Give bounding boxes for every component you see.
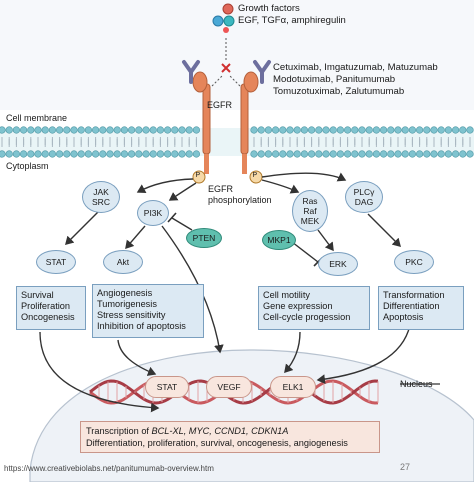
node-mkp1: MKP1 [262, 230, 296, 250]
ligand-blocked-symbol [211, 27, 241, 87]
transcription-genes: BCL-XL, MYC, CCND1, CDKN1A [151, 426, 289, 436]
lipid-row-inner [0, 139, 474, 158]
nuclear-vegf: VEGF [206, 376, 252, 398]
source-url[interactable]: https://www.creativebiolabs.net/panitumu… [4, 464, 214, 473]
node-pi3k-label: PI3K [143, 208, 163, 218]
node-stat: STAT [36, 250, 76, 274]
inhibit-mkp1-erk [291, 241, 319, 263]
phosphorylation-label-1: EGFR [208, 184, 234, 194]
arrow-p-jak [136, 178, 194, 193]
node-src-label: SRC [92, 197, 110, 207]
node-dag-label: DAG [354, 197, 374, 207]
nuclear-stat: STAT [145, 376, 189, 398]
node-pten: PTEN [186, 228, 222, 248]
phosphorylation-label-2: phosphorylation [208, 195, 272, 205]
node-plc-label: PLCγ [353, 187, 375, 197]
antibody-list-1: Cetuximab, Imgatuzumab, Matuzumab [273, 62, 438, 73]
transcription-box: Transcription of BCL-XL, MYC, CCND1, CDK… [80, 421, 380, 453]
outcome-akt-2: Tumorigenesis [97, 299, 157, 309]
node-pten-label: PTEN [192, 233, 216, 243]
nuclear-elk1: ELK1 [270, 376, 316, 398]
growth-factor-ball-red [222, 3, 234, 15]
transcription-line-2: Differentiation, proliferation, survival… [86, 438, 348, 448]
node-raf-label: Raf [303, 206, 317, 216]
arrow-pkc-nucleus [316, 324, 411, 385]
node-jak-src: JAK SRC [82, 181, 120, 213]
antibody-right [253, 60, 271, 84]
outcome-pkc-1: Transformation [383, 290, 445, 300]
arrow-jak-stat [65, 211, 99, 245]
legend-growth-factors: Growth factors [238, 3, 300, 14]
arrow-pi3k-akt [125, 225, 146, 250]
arrow-p-plc [261, 172, 347, 182]
lipid-row-outer [0, 126, 474, 145]
egfr-receptor-right [240, 71, 259, 174]
phospho-left-circle [192, 170, 206, 184]
phospho-left-label: P [195, 172, 201, 179]
arrow-erk-elk1 [284, 331, 301, 374]
transcription-line-1: Transcription of BCL-XL, MYC, CCND1, CDK… [86, 425, 374, 437]
node-stat-label: STAT [45, 257, 67, 267]
outcome-stat-2: Proliferation [21, 301, 71, 311]
outcome-stat-3: Oncogenesis [21, 312, 75, 322]
node-ras-raf-mek: Ras Raf MEK [292, 190, 328, 232]
outcome-pkc-2: Differentiation [383, 301, 440, 311]
nuclear-vegf-label: VEGF [217, 382, 241, 392]
transcription-prefix: Transcription of [86, 426, 152, 436]
arrow-akt-nucleus [117, 339, 157, 376]
arrow-plc-pkc [367, 213, 401, 247]
arrow-p-ras [261, 179, 300, 194]
arrow-ras-erk [317, 229, 334, 252]
node-mek-label: MEK [300, 216, 320, 226]
phospho-right-label: P [252, 172, 258, 179]
egfr-receptor-left [192, 71, 211, 174]
arrow-stat-nucleus [39, 331, 160, 413]
header-panel [0, 0, 474, 110]
node-pkc-label: PKC [405, 257, 423, 267]
cell-membrane [0, 126, 474, 158]
outcome-box-erk: Cell motility Gene expression Cell-cycle… [258, 286, 370, 330]
node-jak-label: JAK [93, 187, 109, 197]
outcome-akt-1: Angiogenesis [97, 288, 153, 298]
nuclear-stat-label: STAT [156, 382, 178, 392]
inhibit-pten-pi3k [171, 217, 193, 231]
cytoplasm-label: Cytoplasm [6, 161, 49, 171]
egfr-label: EGFR [207, 100, 233, 110]
antibody-list-3: Tomuzotuximab, Zalutumumab [273, 86, 405, 97]
outcome-pkc-3: Apoptosis [383, 312, 424, 322]
arrow-p-pi3k [168, 182, 197, 201]
node-akt-label: Akt [116, 257, 130, 267]
node-pkc: PKC [394, 250, 434, 274]
node-mkp1-label: MKP1 [267, 235, 291, 245]
outcome-akt-4: Inhibition of apoptosis [97, 321, 186, 331]
ligand-ball-blue [212, 15, 224, 27]
page-number: 27 [400, 462, 411, 472]
node-plc-dag: PLCγ DAG [345, 181, 383, 213]
outcome-erk-3: Cell-cycle progession [263, 312, 351, 322]
ligand-ball-teal [223, 15, 235, 27]
node-pi3k: PI3K [137, 200, 169, 226]
legend-ligands: EGF, TGFα, amphiregulin [238, 15, 346, 26]
node-akt: Akt [103, 250, 143, 274]
node-erk-label: ERK [329, 259, 347, 269]
nuclear-elk1-label: ELK1 [282, 382, 304, 392]
antibody-left [182, 60, 200, 84]
outcome-box-pkc: Transformation Differentiation Apoptosis [378, 286, 464, 330]
outcome-box-akt: Angiogenesis Tumorigenesis Stress sensit… [92, 284, 204, 338]
outcome-stat-1: Survival [21, 290, 54, 300]
node-ras-label: Ras [302, 196, 318, 206]
node-erk: ERK [318, 252, 358, 276]
cell-membrane-label: Cell membrane [6, 113, 68, 123]
antibody-list-2: Modotuximab, Panitumumab [273, 74, 396, 85]
nucleus-label: Nucleus [400, 379, 433, 389]
outcome-erk-2: Gene expression [263, 301, 333, 311]
outcome-akt-3: Stress sensitivity [97, 310, 166, 320]
outcome-box-stat: Survival Proliferation Oncogenesis [16, 286, 86, 330]
outcome-erk-1: Cell motility [263, 290, 310, 300]
